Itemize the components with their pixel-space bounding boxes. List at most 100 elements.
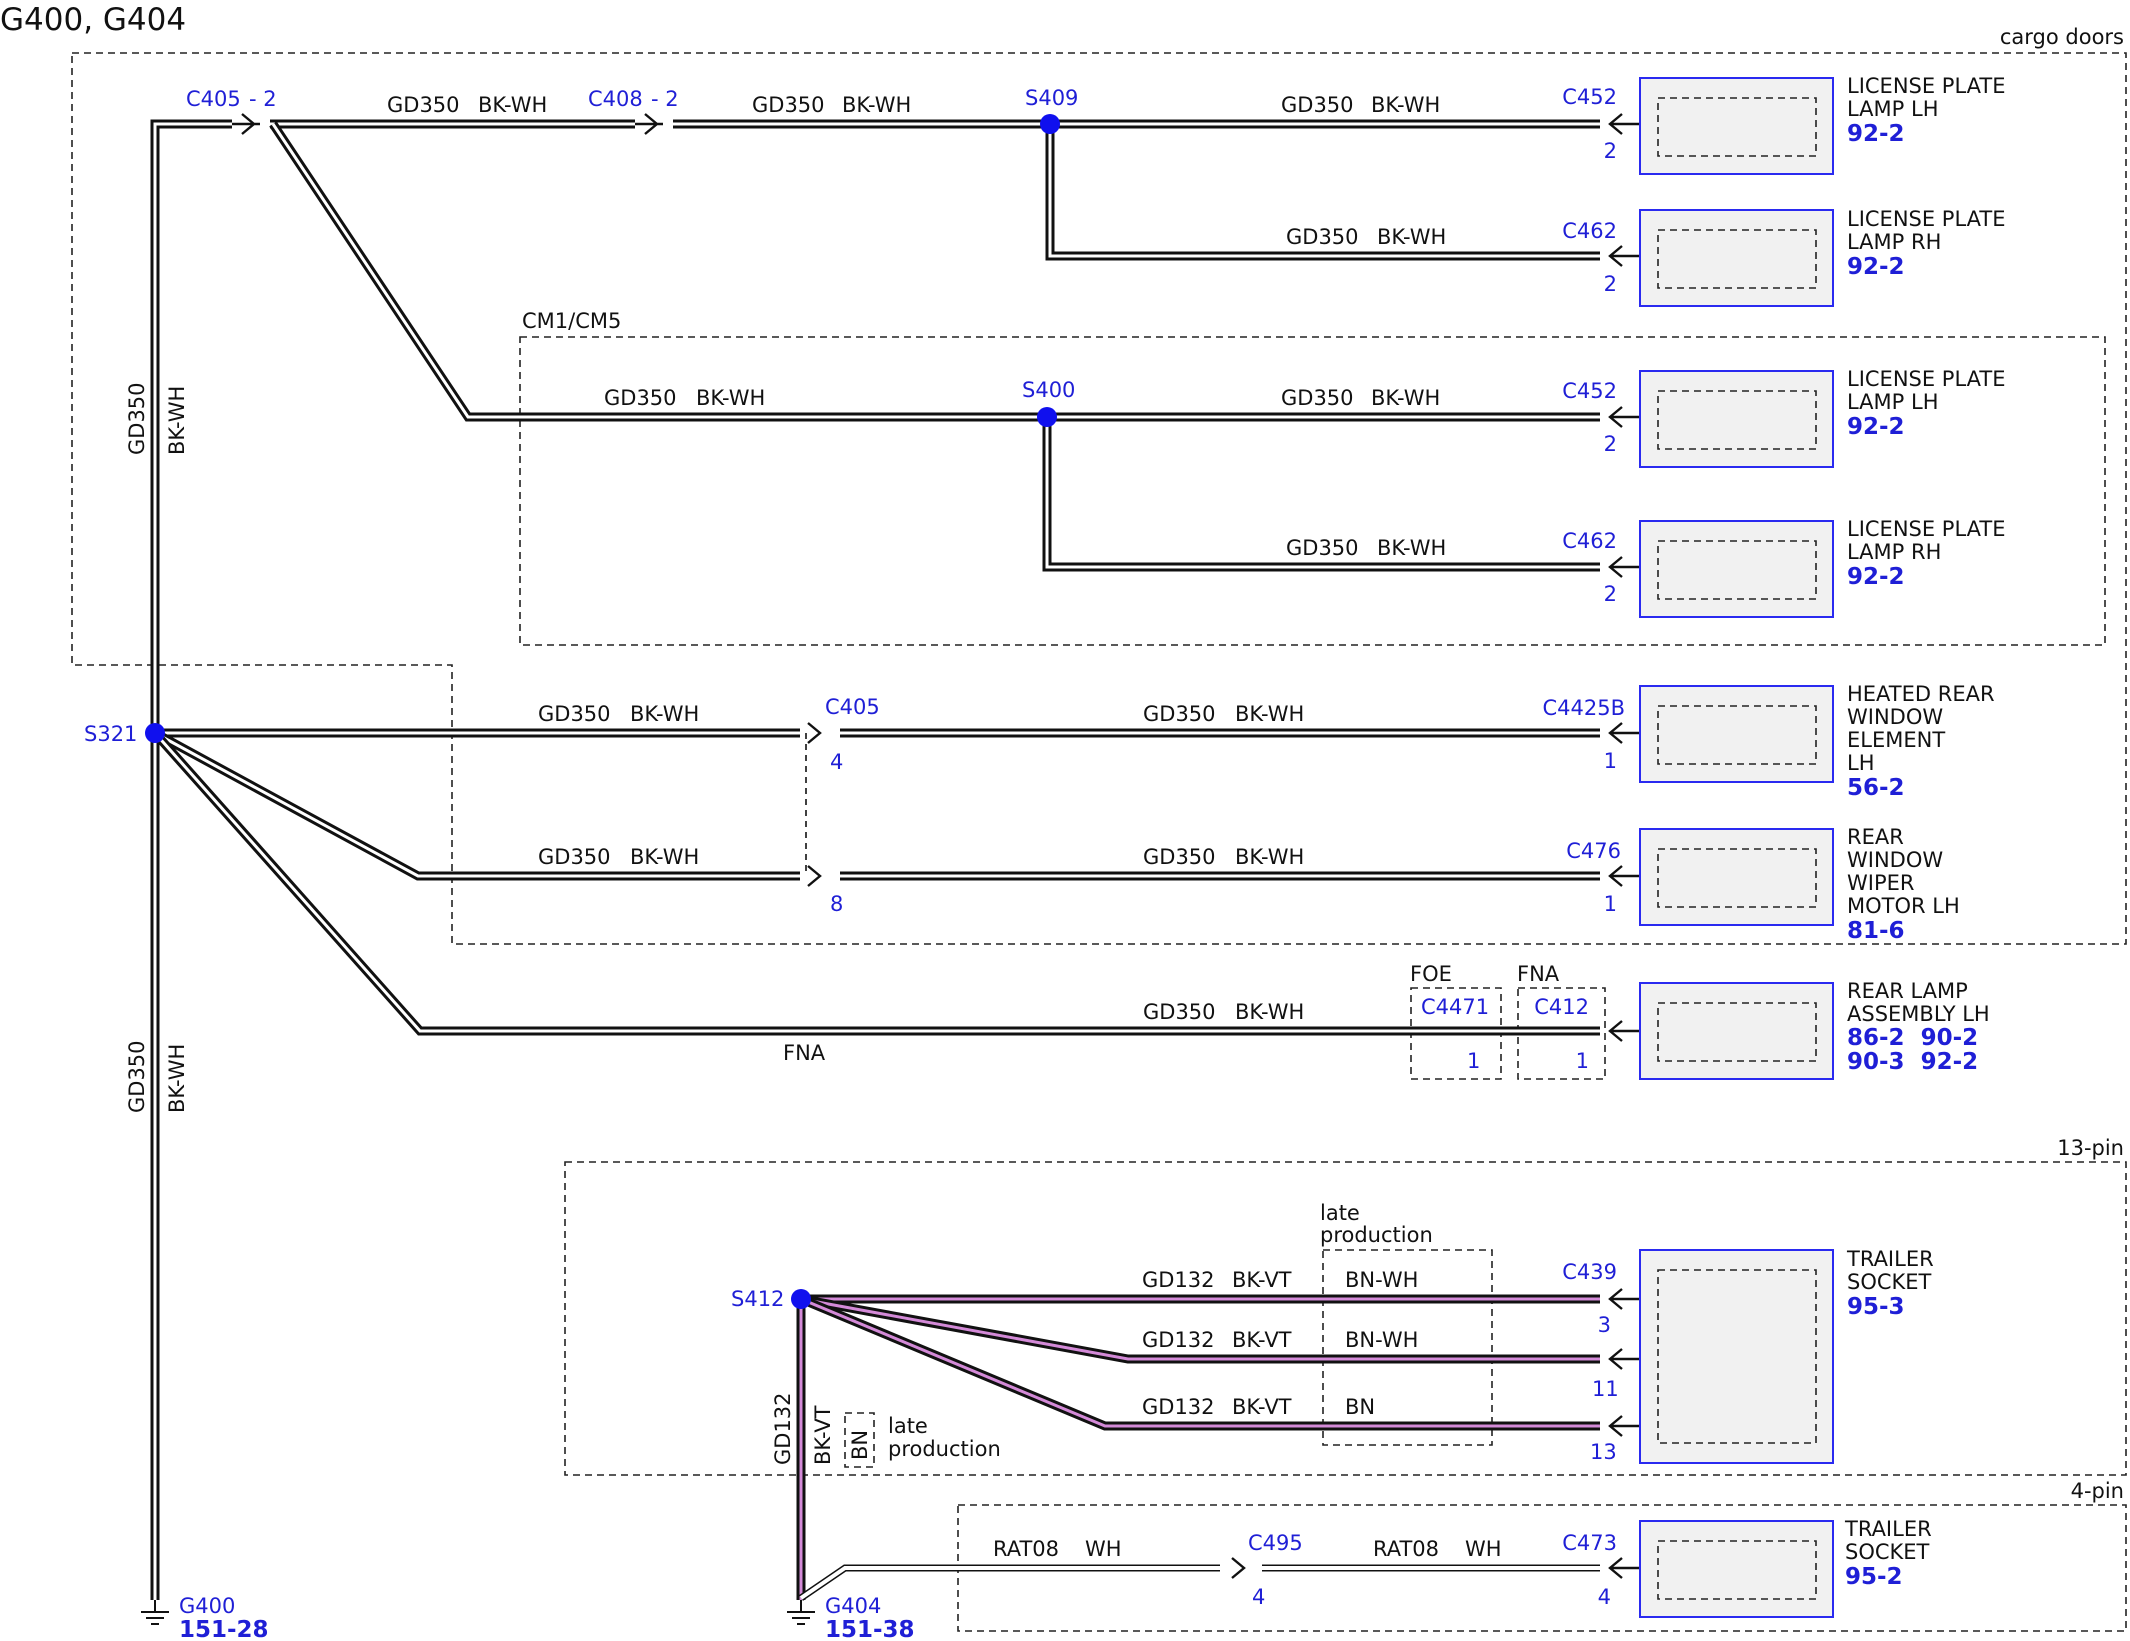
splice-s412: [791, 1289, 811, 1309]
svg-text:C462: C462: [1562, 219, 1617, 243]
svg-text:56-2: 56-2: [1847, 775, 1905, 801]
component-c462-cm: C462 2 LICENSE PLATE LAMP RH 92-2: [1562, 517, 2005, 606]
svg-text:BK-WH: BK-WH: [1377, 536, 1446, 560]
svg-text:LICENSE PLATE: LICENSE PLATE: [1847, 367, 2005, 391]
connector-c405-mid: C405: [825, 695, 880, 719]
svg-text:92-2: 92-2: [1847, 414, 1905, 440]
svg-text:MOTOR LH: MOTOR LH: [1847, 894, 1960, 918]
ground-symbol-g404: [787, 1600, 815, 1625]
svg-text:92-2: 92-2: [1847, 121, 1905, 147]
svg-text:BK-WH: BK-WH: [1371, 93, 1440, 117]
cm1-cm5-label: CM1/CM5: [522, 309, 621, 333]
cargo-doors-label: cargo doors: [2000, 25, 2124, 49]
svg-text:SOCKET: SOCKET: [1845, 1540, 1930, 1564]
svg-text:RAT08: RAT08: [1373, 1537, 1439, 1561]
pin4-label: 4-pin: [2071, 1479, 2124, 1503]
svg-text:90-3 92-2: 90-3 92-2: [1847, 1049, 1978, 1075]
svg-text:BK-WH: BK-WH: [478, 93, 547, 117]
svg-text:BN-WH: BN-WH: [1345, 1328, 1418, 1352]
svg-text:SOCKET: SOCKET: [1847, 1270, 1932, 1294]
svg-text:BK-WH: BK-WH: [842, 93, 911, 117]
svg-text:REAR: REAR: [1847, 825, 1904, 849]
svg-text:BK-WH: BK-WH: [1377, 225, 1446, 249]
component-c473: C473 4 TRAILER SOCKET 95-2: [1562, 1517, 1931, 1609]
svg-text:LAMP RH: LAMP RH: [1847, 230, 1941, 254]
svg-text:GD350: GD350: [752, 93, 825, 117]
svg-text:GD350: GD350: [1286, 536, 1359, 560]
svg-text:BK-WH: BK-WH: [165, 1044, 189, 1113]
svg-text:ELEMENT: ELEMENT: [1847, 728, 1945, 752]
ground-g400-label: G400: [179, 1594, 235, 1618]
svg-text:HEATED REAR: HEATED REAR: [1847, 682, 1995, 706]
svg-text:2: 2: [1604, 582, 1617, 606]
svg-text:C462: C462: [1562, 529, 1617, 553]
svg-text:BN-WH: BN-WH: [1345, 1268, 1418, 1292]
svg-text:GD350: GD350: [1281, 386, 1354, 410]
page-title: G400, G404: [0, 2, 186, 38]
svg-text:BN: BN: [1345, 1395, 1375, 1419]
svg-text:GD132: GD132: [1142, 1268, 1215, 1292]
connector-c439-pin11: 11: [1592, 1377, 1619, 1401]
svg-text:WH: WH: [1465, 1537, 1502, 1561]
svg-text:BK-WH: BK-WH: [165, 386, 189, 455]
svg-text:BK-WH: BK-WH: [630, 702, 699, 726]
svg-text:GD350: GD350: [1286, 225, 1359, 249]
late-production-label: late production: [1320, 1201, 1433, 1247]
fna-label: FNA: [1517, 962, 1560, 986]
svg-text:C476: C476: [1566, 839, 1621, 863]
component-c452-top: C452 2 LICENSE PLATE LAMP LH 92-2: [1562, 74, 2005, 163]
pin13-box: [564, 1161, 2127, 1476]
svg-text:2: 2: [1604, 272, 1617, 296]
svg-text:95-2: 95-2: [1845, 1564, 1903, 1590]
bn-tag-box: [844, 1412, 875, 1468]
svg-text:LICENSE PLATE: LICENSE PLATE: [1847, 74, 2005, 98]
svg-text:GD350: GD350: [125, 382, 149, 455]
svg-text:WIPER: WIPER: [1847, 871, 1914, 895]
svg-text:BK-WH: BK-WH: [1235, 845, 1304, 869]
svg-text:GD132: GD132: [1142, 1328, 1215, 1352]
svg-text:C4425B: C4425B: [1542, 696, 1625, 720]
splice-s409-label: S409: [1025, 86, 1078, 110]
component-c462-top: C462 2 LICENSE PLATE LAMP RH 92-2: [1562, 207, 2005, 296]
svg-text:1: 1: [1576, 1049, 1589, 1073]
svg-text:1: 1: [1604, 749, 1617, 773]
svg-text:GD350: GD350: [125, 1040, 149, 1113]
connector-c408: C408: [588, 87, 643, 111]
svg-text:BK-WH: BK-WH: [1371, 386, 1440, 410]
foe-label: FOE: [1410, 962, 1452, 986]
svg-text:LAMP LH: LAMP LH: [1847, 97, 1939, 121]
late-production-box: [1322, 1249, 1493, 1446]
svg-text:GD132: GD132: [771, 1392, 795, 1465]
ground-g404-label: G404: [825, 1594, 881, 1618]
svg-text:ASSEMBLY LH: ASSEMBLY LH: [1847, 1002, 1990, 1026]
connector-c408-pin: - 2: [651, 87, 679, 111]
connector-c495-pin: 4: [1252, 1585, 1265, 1609]
svg-text:BK-VT: BK-VT: [811, 1405, 835, 1465]
svg-text:BK-WH: BK-WH: [696, 386, 765, 410]
svg-text:GD350: GD350: [1281, 93, 1354, 117]
svg-text:TRAILER: TRAILER: [1846, 1247, 1934, 1271]
connector-c405-top-pin: - 2: [249, 87, 277, 111]
late-production-bn-label: late production: [888, 1414, 1001, 1461]
connector-c405-pin4: 4: [830, 750, 843, 774]
svg-text:BK-WH: BK-WH: [630, 845, 699, 869]
svg-text:BK-VT: BK-VT: [1232, 1395, 1292, 1419]
ground-g400-ref: 151-28: [179, 1617, 269, 1641]
component-c412: C412 1 REAR LAMP ASSEMBLY LH 86-2 90-2 9…: [1534, 979, 1989, 1075]
connector-c495: C495: [1248, 1531, 1303, 1555]
svg-text:WINDOW: WINDOW: [1847, 848, 1943, 872]
svg-text:C473: C473: [1562, 1531, 1617, 1555]
svg-text:2: 2: [1604, 432, 1617, 456]
svg-text:GD350: GD350: [538, 845, 611, 869]
svg-text:LAMP RH: LAMP RH: [1847, 540, 1941, 564]
ground-g404-ref: 151-38: [825, 1617, 915, 1641]
connector-c4471-pin: 1: [1467, 1049, 1480, 1073]
component-boxes: [1639, 77, 1834, 1618]
pin13-label: 13-pin: [2057, 1136, 2124, 1160]
svg-text:GD350: GD350: [1143, 1000, 1216, 1024]
svg-text:C412: C412: [1534, 995, 1589, 1019]
svg-text:WH: WH: [1085, 1537, 1122, 1561]
svg-text:92-2: 92-2: [1847, 564, 1905, 590]
splice-s412-label: S412: [731, 1287, 784, 1311]
